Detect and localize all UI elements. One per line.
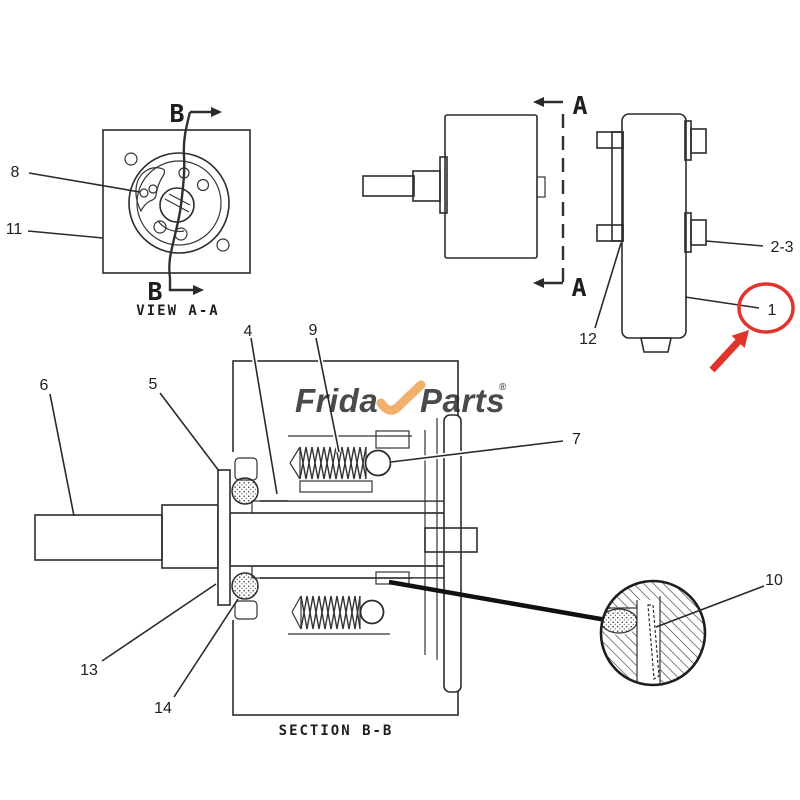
callout-1-leader [684,296,760,309]
end-cover-plate [443,414,462,693]
mounting-plate-outline [102,129,251,274]
upper-ball-seat [234,457,258,481]
callout-7-label: 7 [572,431,581,448]
shaft-collar [412,170,441,202]
marker-a-top: A [572,91,587,120]
callout-6-label: 6 [40,377,49,394]
callout-7-leader [390,440,564,463]
callout-12-leader [594,242,622,329]
red-arrow-icon [709,330,749,373]
callout-14-leader [173,598,239,698]
detail-metering-pin [647,604,660,681]
orifice-hole [139,188,149,198]
detail-pointer-line [388,579,613,624]
arrow-right-icon [211,107,222,117]
detail-circle-outline [599,579,707,687]
body-nub [536,176,546,198]
marker-b-top: B [169,99,184,128]
watermark-y-swoosh-icon [376,380,426,415]
watermark-right-text: Parts [420,382,505,419]
cam-ring-outer [128,152,230,254]
detail-circle-drawing: 10 [599,572,783,687]
thrust-washer [217,469,231,606]
watermark-left-text: Frida [295,382,378,419]
view-aa-drawing: B B VIEW A-A 8 11 [6,99,251,319]
ring-hole [196,178,210,192]
red-highlight-circle [737,282,795,334]
arrow-left-icon [533,97,544,107]
hub-hatch-marks [164,193,191,213]
callout-11-leader [27,230,104,239]
upper-valve-seat [375,430,410,449]
callout-5-label: 5 [149,376,158,393]
bolt-head-top [690,128,707,154]
callout-6-leader [49,393,75,517]
callout-12-label: 12 [579,331,597,348]
lower-ball-seat [234,600,258,620]
callout-5-leader [159,392,220,472]
callout-14-label: 14 [154,700,172,717]
shaft-stub [424,527,478,553]
arrow-left-icon [533,278,544,288]
callout-13-label: 13 [80,662,98,679]
plate-hole [216,238,230,252]
upper-detent-ball [231,477,259,505]
bottom-tab [640,337,672,353]
callout-1-label: 1 [768,302,777,319]
marker-a-bottom: A [571,273,586,302]
callout-13-leader [101,583,217,662]
input-shaft [362,175,415,197]
callout-10-label: 10 [765,572,783,589]
callout-9-label: 9 [309,322,318,339]
section-line-b [168,111,196,292]
callout-2-3-leader [705,240,764,247]
registered-trademark-icon: ® [499,382,507,393]
callout-8-leader [28,172,141,193]
callout-4-label: 4 [244,323,253,340]
callout-8-label: 8 [11,164,20,181]
lower-detent-ball [231,572,259,600]
plate-hole [124,152,138,166]
side-view-drawing: A A [362,91,588,302]
callout-4-leader [250,337,278,495]
lower-spring [291,593,364,632]
callout-11-label: 11 [6,221,23,238]
bolt-head-mid [690,219,707,246]
lower-arc [157,220,185,233]
bracket-strip [611,131,624,242]
upper-spring [289,444,372,482]
relief-slot-outline [135,167,166,213]
end-view-drawing: 12 2-3 1 [579,113,795,373]
view-aa-caption: VIEW A-A [136,303,219,319]
callout-10-leader [655,585,765,628]
upper-check-ball [364,449,392,477]
ring-hole [153,220,167,234]
upper-spring-guide [299,480,373,493]
watermark: Frida Parts ® [295,380,507,419]
arrow-right-icon [193,285,204,295]
section-bb-drawing: 4 9 5 6 7 13 14 SECTION B-B [34,322,613,739]
callout-2-3-label: 2-3 [770,239,793,256]
callout-9-leader [315,337,340,453]
lower-check-ball [359,599,385,625]
marker-b-bottom: B [147,277,162,306]
section-bb-caption: SECTION B-B [279,723,394,739]
